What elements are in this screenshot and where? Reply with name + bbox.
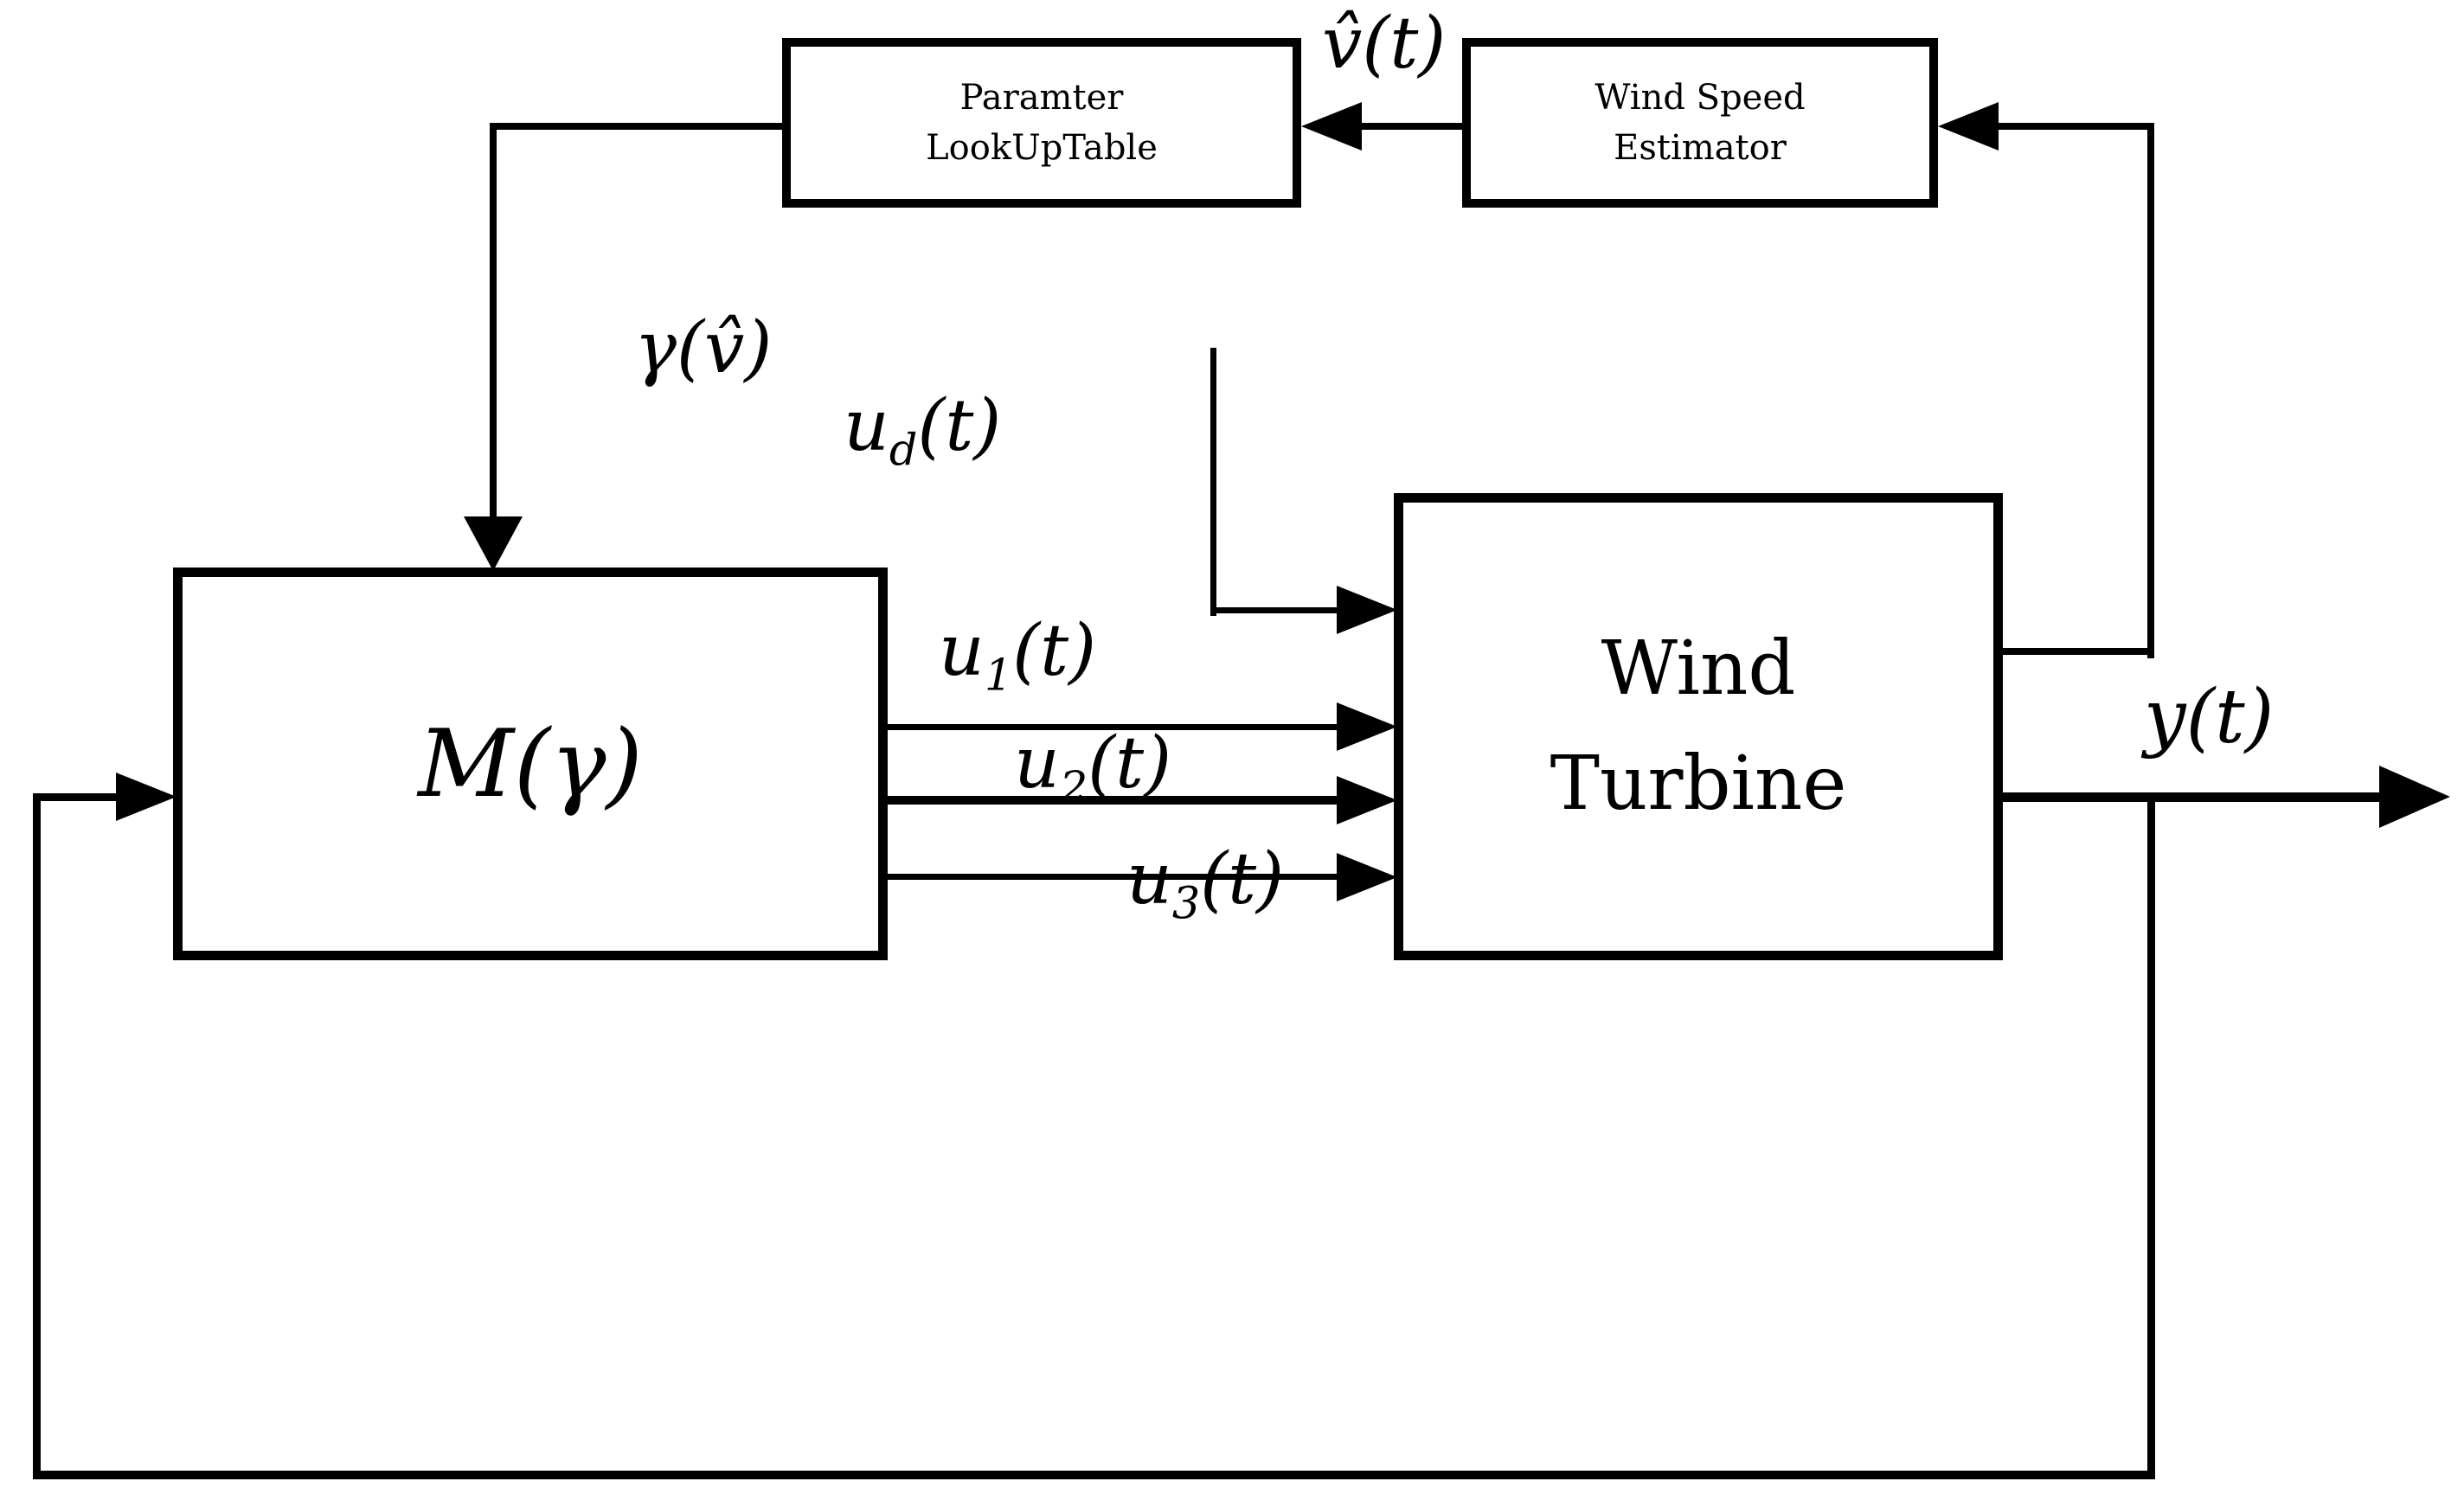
u1-arrowhead-icon [1337,702,1397,751]
y-output-arrowhead-icon [2379,766,2450,828]
feedback-line-right-vertical [2147,792,2155,1479]
ud-line-horizontal [1210,607,1338,613]
v-hat-signal-label: v̂(t) [1322,3,1447,85]
ud-label-rest: (t) [917,385,1002,467]
parameter-lookup-label-line2: LookUpTable [926,128,1158,168]
u1-label-rest: (t) [1012,610,1097,692]
u2-line [884,796,1341,805]
v-hat-line [1357,123,1462,130]
wse-feed-line-top [1990,123,2154,130]
u3-label-rest: (t) [1200,838,1285,920]
u2-label-base: u [1014,722,1060,805]
wse-feed-line-vertical [2147,123,2154,658]
u2-arrowhead-icon [1337,776,1397,824]
u1-signal-label: u1(t) [939,616,1096,697]
gamma-line-horizontal [490,123,791,130]
u2-label-sub: 2 [1059,761,1088,813]
u1-label-sub: 1 [984,649,1013,701]
u1-line [884,724,1341,730]
parameter-lookup-label-line1: Paramter [959,78,1124,118]
ud-label-base: u [844,385,889,467]
wind-speed-estimator-label-line1: Wind Speed [1595,78,1806,118]
ud-arrowhead-icon [1337,586,1397,634]
ud-line-vertical [1210,348,1216,616]
wind-speed-estimator-block: Wind Speed Estimator [1462,38,1938,208]
u3-line [884,874,1341,880]
y-output-line [1993,792,2384,802]
u3-label-base: u [1126,838,1172,920]
u1-label-base: u [939,610,985,692]
wind-turbine-block: Wind Turbine [1394,493,2003,960]
feedback-entry-line [33,793,119,801]
ud-signal-label: ud(t) [844,391,1001,472]
gamma-line-vertical [490,123,497,521]
feedback-line-bottom [33,1471,2155,1479]
feedback-line-left-vertical [33,793,41,1479]
wind-turbine-label: Wind Turbine [1550,612,1847,843]
u3-label-sub: 3 [1171,877,1201,929]
u3-signal-label: u3(t) [1126,844,1284,926]
u2-signal-label: u2(t) [1014,728,1171,810]
wind-turbine-label-line1: Wind [1601,625,1796,712]
controller-block: M(γ) [173,568,888,960]
controller-label: M(γ) [418,709,643,818]
v-hat-arrowhead-icon [1301,102,1362,151]
ud-label-sub: d [889,424,918,476]
wind-turbine-label-line2: Turbine [1550,741,1847,827]
u3-arrowhead-icon [1337,853,1397,901]
feedback-arrowhead-icon [116,773,176,821]
wind-speed-estimator-label-line2: Estimator [1614,128,1787,168]
parameter-lookup-block: Paramter LookUpTable [782,38,1301,208]
wse-feed-line-bottom [1993,648,2154,655]
u2-label-rest: (t) [1088,722,1172,805]
gamma-arrowhead-icon [464,516,523,571]
gamma-signal-label: γ(v̂) [634,307,773,389]
wse-input-arrowhead-icon [1938,102,1999,151]
y-signal-label: y(t) [2144,674,2275,760]
